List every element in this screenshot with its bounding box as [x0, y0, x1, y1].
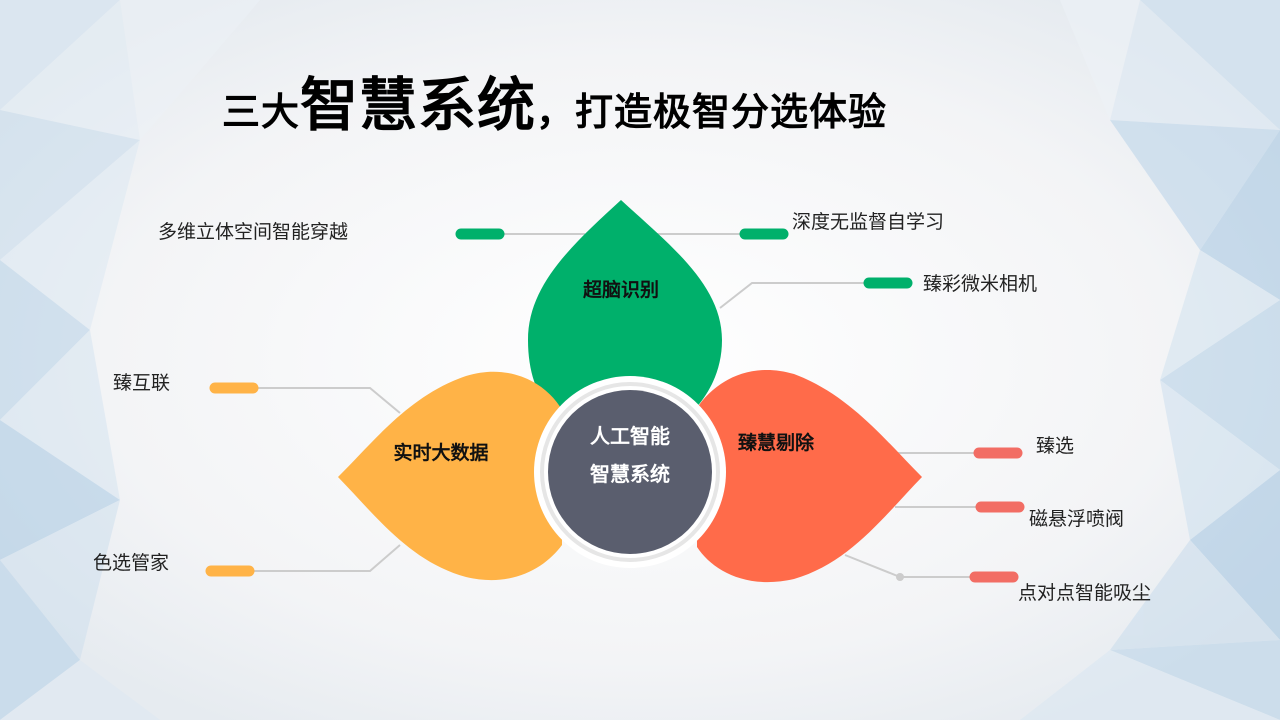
- page-title: 三大智慧系统，打造极智分选体验: [222, 58, 888, 139]
- connector-dot: [896, 573, 904, 581]
- petal-right: [697, 369, 922, 583]
- feature-right-1: 磁悬浮喷阀: [1029, 508, 1124, 530]
- connector-interconnect: [234, 387, 401, 414]
- feature-top-2: 臻彩微米相机: [923, 273, 1037, 295]
- feature-top-1: 深度无监督自学习: [792, 211, 944, 233]
- center-ring-inner: [540, 382, 720, 562]
- petal-left: [338, 371, 562, 581]
- feature-left-1: 色选管家: [93, 552, 169, 574]
- center-circle: [548, 390, 712, 554]
- feature-top-0: 多维立体空间智能穿越: [158, 221, 348, 243]
- feature-right-2: 点对点智能吸尘: [1018, 582, 1151, 604]
- title-part3: ，打造极智分选体验: [536, 90, 888, 134]
- title-part2: 智慧系统: [300, 71, 537, 139]
- feature-left-0: 臻互联: [113, 372, 170, 394]
- petal-top: [528, 200, 722, 428]
- connector-manager: [230, 544, 401, 572]
- petal-left-label: 实时大数据: [393, 441, 488, 464]
- center-line2: 智慧系统: [590, 462, 670, 486]
- feature-right-0: 臻选: [1036, 435, 1074, 457]
- petal-top-label: 超脑识别: [582, 278, 659, 301]
- title-part1: 三大: [222, 90, 301, 134]
- petal-right-label: 臻慧剔除: [738, 431, 815, 454]
- center-line1: 人工智能: [590, 424, 670, 448]
- connector-camera: [719, 282, 888, 309]
